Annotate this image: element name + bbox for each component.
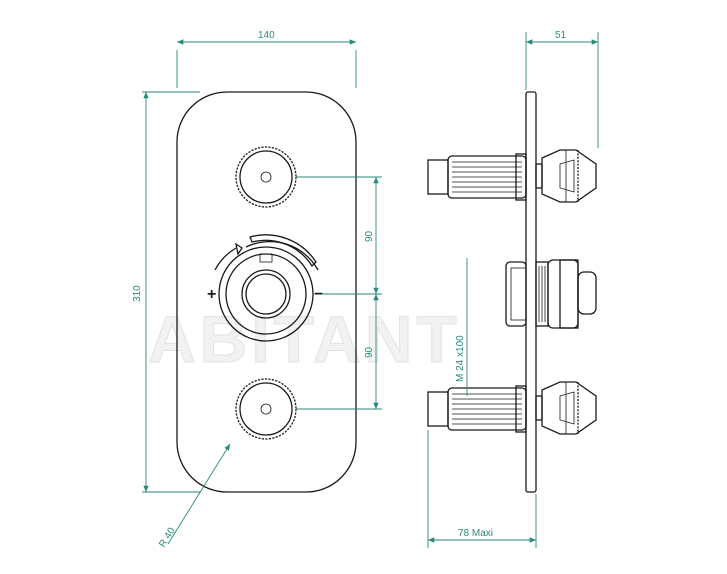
upper-handle <box>535 149 597 203</box>
minus-symbol: − <box>314 286 323 303</box>
lower-handle <box>535 381 597 435</box>
dim-thread: M 24 x100 <box>455 335 466 382</box>
dim-width-front: 140 <box>258 30 275 41</box>
upper-valve-body <box>427 153 527 201</box>
dim-radius: R 40 <box>157 525 178 549</box>
plus-symbol: + <box>207 286 216 303</box>
side-dimensions: 51 M 24 x100 78 Maxi <box>427 30 599 548</box>
watermark-text: ABITANT <box>148 302 461 376</box>
side-view <box>427 91 597 493</box>
front-plate <box>176 91 357 493</box>
side-plate <box>525 91 537 493</box>
front-view: + − <box>176 91 357 493</box>
lower-knob <box>235 378 297 440</box>
upper-knob <box>235 146 297 208</box>
dim-spacing-lower: 90 <box>364 346 375 358</box>
dim-depth-max: 78 Maxi <box>458 528 493 539</box>
thermostat-control: + − <box>207 234 323 342</box>
dim-spacing-upper: 90 <box>364 230 375 242</box>
dim-depth-side: 51 <box>555 30 567 41</box>
lower-valve-body <box>427 385 527 433</box>
front-dimensions: 140 310 90 90 R 40 <box>132 30 382 550</box>
dim-height-front: 310 <box>132 285 143 302</box>
thermostat-cartridge <box>505 259 597 329</box>
